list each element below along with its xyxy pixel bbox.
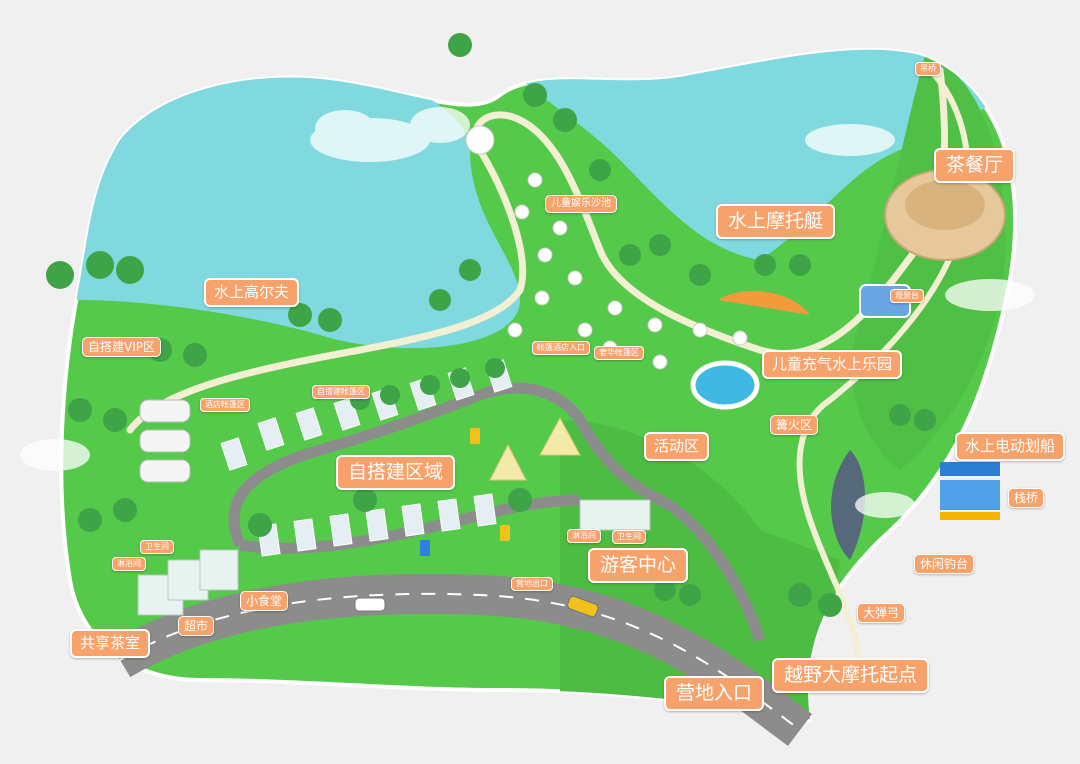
- label-visitor-center[interactable]: 游客中心: [588, 548, 689, 583]
- cars: [354, 428, 599, 618]
- label-fishing[interactable]: 休闲钓台: [914, 554, 975, 574]
- label-shower-a[interactable]: 淋浴间: [112, 557, 146, 571]
- label-campfire[interactable]: 篝火区: [770, 415, 819, 435]
- label-water-moto[interactable]: 水上摩托艇: [716, 204, 836, 239]
- docks: [940, 462, 1000, 520]
- label-wine-tent[interactable]: 酒店帐篷区: [200, 398, 250, 412]
- buildings: [137, 499, 651, 616]
- label-water-boat[interactable]: 水上电动划船: [955, 432, 1066, 461]
- label-camp-exit[interactable]: 营地出口: [511, 577, 553, 591]
- label-share-tea[interactable]: 共享茶室: [70, 629, 151, 658]
- label-kids-sand[interactable]: 儿童娱乐沙池: [545, 195, 617, 213]
- label-water-golf[interactable]: 水上高尔夫: [204, 278, 300, 307]
- loop-road: [228, 382, 766, 642]
- label-restroom-a[interactable]: 卫生间: [140, 540, 174, 554]
- tents: [489, 416, 581, 481]
- label-shower-b[interactable]: 淋浴间: [567, 529, 601, 543]
- label-offroad[interactable]: 越野大摩托起点: [772, 658, 930, 693]
- label-restroom-b[interactable]: 卫生间: [612, 530, 646, 544]
- clouds: [20, 107, 1035, 518]
- label-big-bow[interactable]: 大弹弓: [857, 603, 906, 623]
- label-luxury-tent[interactable]: 奢华帐篷区: [594, 346, 644, 360]
- fishing-pond: [831, 450, 865, 560]
- label-kids-water-park[interactable]: 儿童充气水上乐园: [762, 350, 903, 379]
- umbrella: [718, 291, 810, 315]
- dome-tents: [465, 125, 748, 370]
- label-tea-restaurant[interactable]: 茶餐厅: [934, 148, 1016, 183]
- label-activity[interactable]: 活动区: [644, 432, 710, 461]
- label-bridge[interactable]: 栈桥: [1008, 488, 1045, 508]
- kids-pool: [690, 360, 760, 410]
- label-self-build[interactable]: 自搭建区域: [336, 455, 456, 490]
- label-camp-entrance[interactable]: 营地入口: [664, 676, 765, 711]
- cabins: [139, 399, 191, 483]
- label-tent-entrance[interactable]: 帐篷酒店入口: [532, 341, 590, 355]
- label-observation[interactable]: 观景台: [890, 289, 924, 303]
- label-snack[interactable]: 小食堂: [240, 591, 289, 611]
- trees: [46, 33, 936, 617]
- label-self-build-small[interactable]: 自搭建帐篷区: [312, 385, 370, 399]
- tea-restaurant-building: [884, 169, 1006, 261]
- label-suspension[interactable]: 吊桥: [915, 62, 941, 76]
- label-self-vip[interactable]: 自搭建VIP区: [82, 337, 161, 357]
- label-supermarket[interactable]: 超市: [178, 616, 215, 636]
